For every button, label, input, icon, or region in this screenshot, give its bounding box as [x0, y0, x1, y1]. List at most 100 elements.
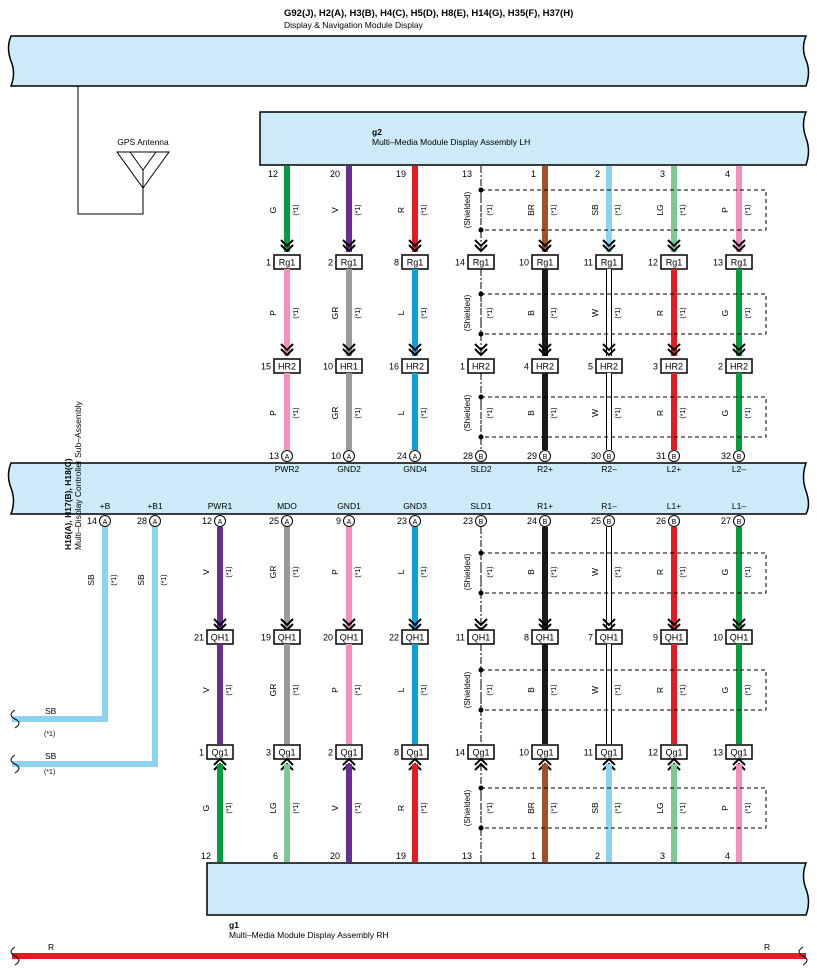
lower-2-b-note: (*1) [226, 684, 233, 695]
lower-3-b-color-label: GR [268, 684, 278, 697]
header-connector-code: G92(J), H2(A), H3(B), H4(C), H5(D), H8(E… [284, 8, 573, 19]
lower-5-qh1-name: QH1 [406, 633, 425, 643]
upper-3-chev-a-b [474, 244, 488, 253]
upper-1-c-color-label: GR [330, 407, 340, 420]
wire-plus-b [12, 527, 108, 722]
lower-2-ctrl-pin: 12 [202, 516, 212, 526]
upper-4-hr2-name: HR2 [536, 362, 554, 372]
upper-3-b-note: (*1) [487, 307, 494, 318]
lower-2-chev-a-a [213, 618, 227, 627]
upper-6-rg1-name: Rg1 [666, 258, 683, 268]
lower-8-qg1-name: Qg1 [600, 748, 617, 758]
lower-9-qg1-pin: 12 [648, 748, 658, 758]
upper-3-chev-a-a [474, 239, 488, 248]
lower-0-ctrl-label: +B [100, 501, 111, 511]
lower-5-qg1-pin: 8 [394, 748, 399, 758]
lower-8-ctrl-circle [603, 515, 615, 527]
upper-0-b-color-label: P [268, 310, 278, 316]
lower-8-a-note: (*1) [615, 566, 622, 577]
upper-7-rg1-name: Rg1 [731, 258, 748, 268]
lower-6-chev-b-b [474, 757, 488, 766]
upper-4-chev-b-b [538, 348, 552, 357]
upper-5-chev-b-b [602, 348, 616, 357]
upper-2-hr2-name: HR2 [406, 362, 424, 372]
upper-3-rg1-pin: 14 [455, 258, 465, 268]
lower-4-g1-pin: 20 [330, 851, 340, 861]
upper-5-hr2-pin: 5 [588, 362, 593, 372]
lower-1-ctrl-letter: A [153, 519, 158, 526]
upper-1-a-color-label: V [330, 207, 340, 213]
shield-lower-b [480, 669, 767, 711]
upper-5-c-note: (*1) [615, 407, 622, 418]
upper-4-a-note: (*1) [551, 204, 558, 215]
upper-6-b-color-label: R [655, 310, 665, 316]
lower-10-ctrl-pin: 27 [721, 516, 731, 526]
wire-break-left-1 [10, 709, 20, 729]
lower-10-ctrl-circle [733, 515, 745, 527]
lower-4-a-note: (*1) [355, 566, 362, 577]
upper-3-ctrl-circle [475, 450, 487, 462]
lower-0-ctrl-circle [99, 515, 111, 527]
lower-3-c-note: (*1) [293, 802, 300, 813]
lower-4-ctrl-label: GND1 [337, 501, 361, 511]
lower-5-chev-a-a [408, 618, 422, 627]
lower-5-c-note: (*1) [421, 802, 428, 813]
lower-7-ctrl-pin: 24 [527, 516, 537, 526]
controller-name: Multi–Display Controller Sub–Assembly [73, 400, 83, 550]
lower-3-ctrl-label: MDO [277, 501, 297, 511]
upper-7-hr2-name: HR2 [730, 362, 748, 372]
upper-6-a-color-label: LG [655, 204, 665, 215]
upper-1-b-note: (*1) [355, 307, 362, 318]
upper-4-hr2-pin: 4 [524, 362, 529, 372]
upper-6-g2-pin: 3 [660, 169, 665, 179]
lower-6-c-shielded-label: (Shielded) [463, 789, 472, 826]
lower-7-ctrl-label: R1+ [537, 501, 553, 511]
upper-1-ctrl-pin: 10 [331, 451, 341, 461]
lower-10-c-color-label: P [720, 805, 730, 811]
lower-1-ctrl-circle [149, 515, 161, 527]
g1-name: Multi–Media Module Display Assembly RH [229, 930, 389, 940]
lower-2-ctrl-label: PWR1 [208, 501, 233, 511]
lower-0-ctrl-pin: 14 [87, 516, 97, 526]
gps-antenna-icon [116, 151, 170, 189]
controller-code: H16(A), H17(B), H18(C) [63, 458, 73, 550]
lower-7-qh1-pin: 8 [524, 633, 529, 643]
bottom-wire-right-color: R [764, 942, 770, 952]
upper-3-c-shielded-label: (Shielded) [463, 394, 472, 431]
lower-8-ctrl-label: R1– [601, 501, 617, 511]
upper-5-chev-a-b [602, 244, 616, 253]
upper-7-b-color-label: G [720, 310, 730, 317]
lower-0-a-note: (*1) [111, 574, 118, 585]
upper-7-ctrl-letter: B [737, 454, 742, 461]
upper-4-chev-a-b [538, 244, 552, 253]
shield-upper-c [480, 396, 767, 438]
gps-antenna-label: GPS Antenna [117, 137, 169, 147]
upper-4-rg1-name: Rg1 [537, 258, 554, 268]
shield-upper-a-dot-top [478, 187, 484, 193]
lower-4-qg1-name: Qg1 [340, 748, 357, 758]
upper-7-hr2-pin: 2 [718, 362, 723, 372]
lower-4-ctrl-pin: 9 [336, 516, 341, 526]
upper-6-hr2-name: HR2 [665, 362, 683, 372]
upper-3-chev-b-a [474, 343, 488, 352]
upper-2-g2-pin: 19 [396, 169, 406, 179]
lower-8-c-note: (*1) [615, 802, 622, 813]
lower-9-g1-pin: 3 [660, 851, 665, 861]
g2-assembly-box [259, 111, 810, 166]
upper-0-chev-b-b [280, 348, 294, 357]
lower-2-ctrl-circle [214, 515, 226, 527]
lower-8-ctrl-letter: B [607, 519, 612, 526]
lower-10-a-color-label: G [720, 569, 730, 576]
lower-9-qg1-name: Qg1 [665, 748, 682, 758]
lower-5-ctrl-circle [409, 515, 421, 527]
lower-6-c-note: (*1) [487, 802, 494, 813]
lower-3-c-color-label: LG [268, 802, 278, 813]
upper-1-chev-b-a [342, 343, 356, 352]
lower-2-c-note: (*1) [226, 802, 233, 813]
shield-upper-c-dot-bottom [478, 434, 484, 440]
shield-upper-b-dot-top [478, 291, 484, 297]
upper-5-b-color-label: W [590, 309, 600, 317]
lower-7-chev-b-b [538, 757, 552, 766]
upper-2-c-note: (*1) [421, 407, 428, 418]
